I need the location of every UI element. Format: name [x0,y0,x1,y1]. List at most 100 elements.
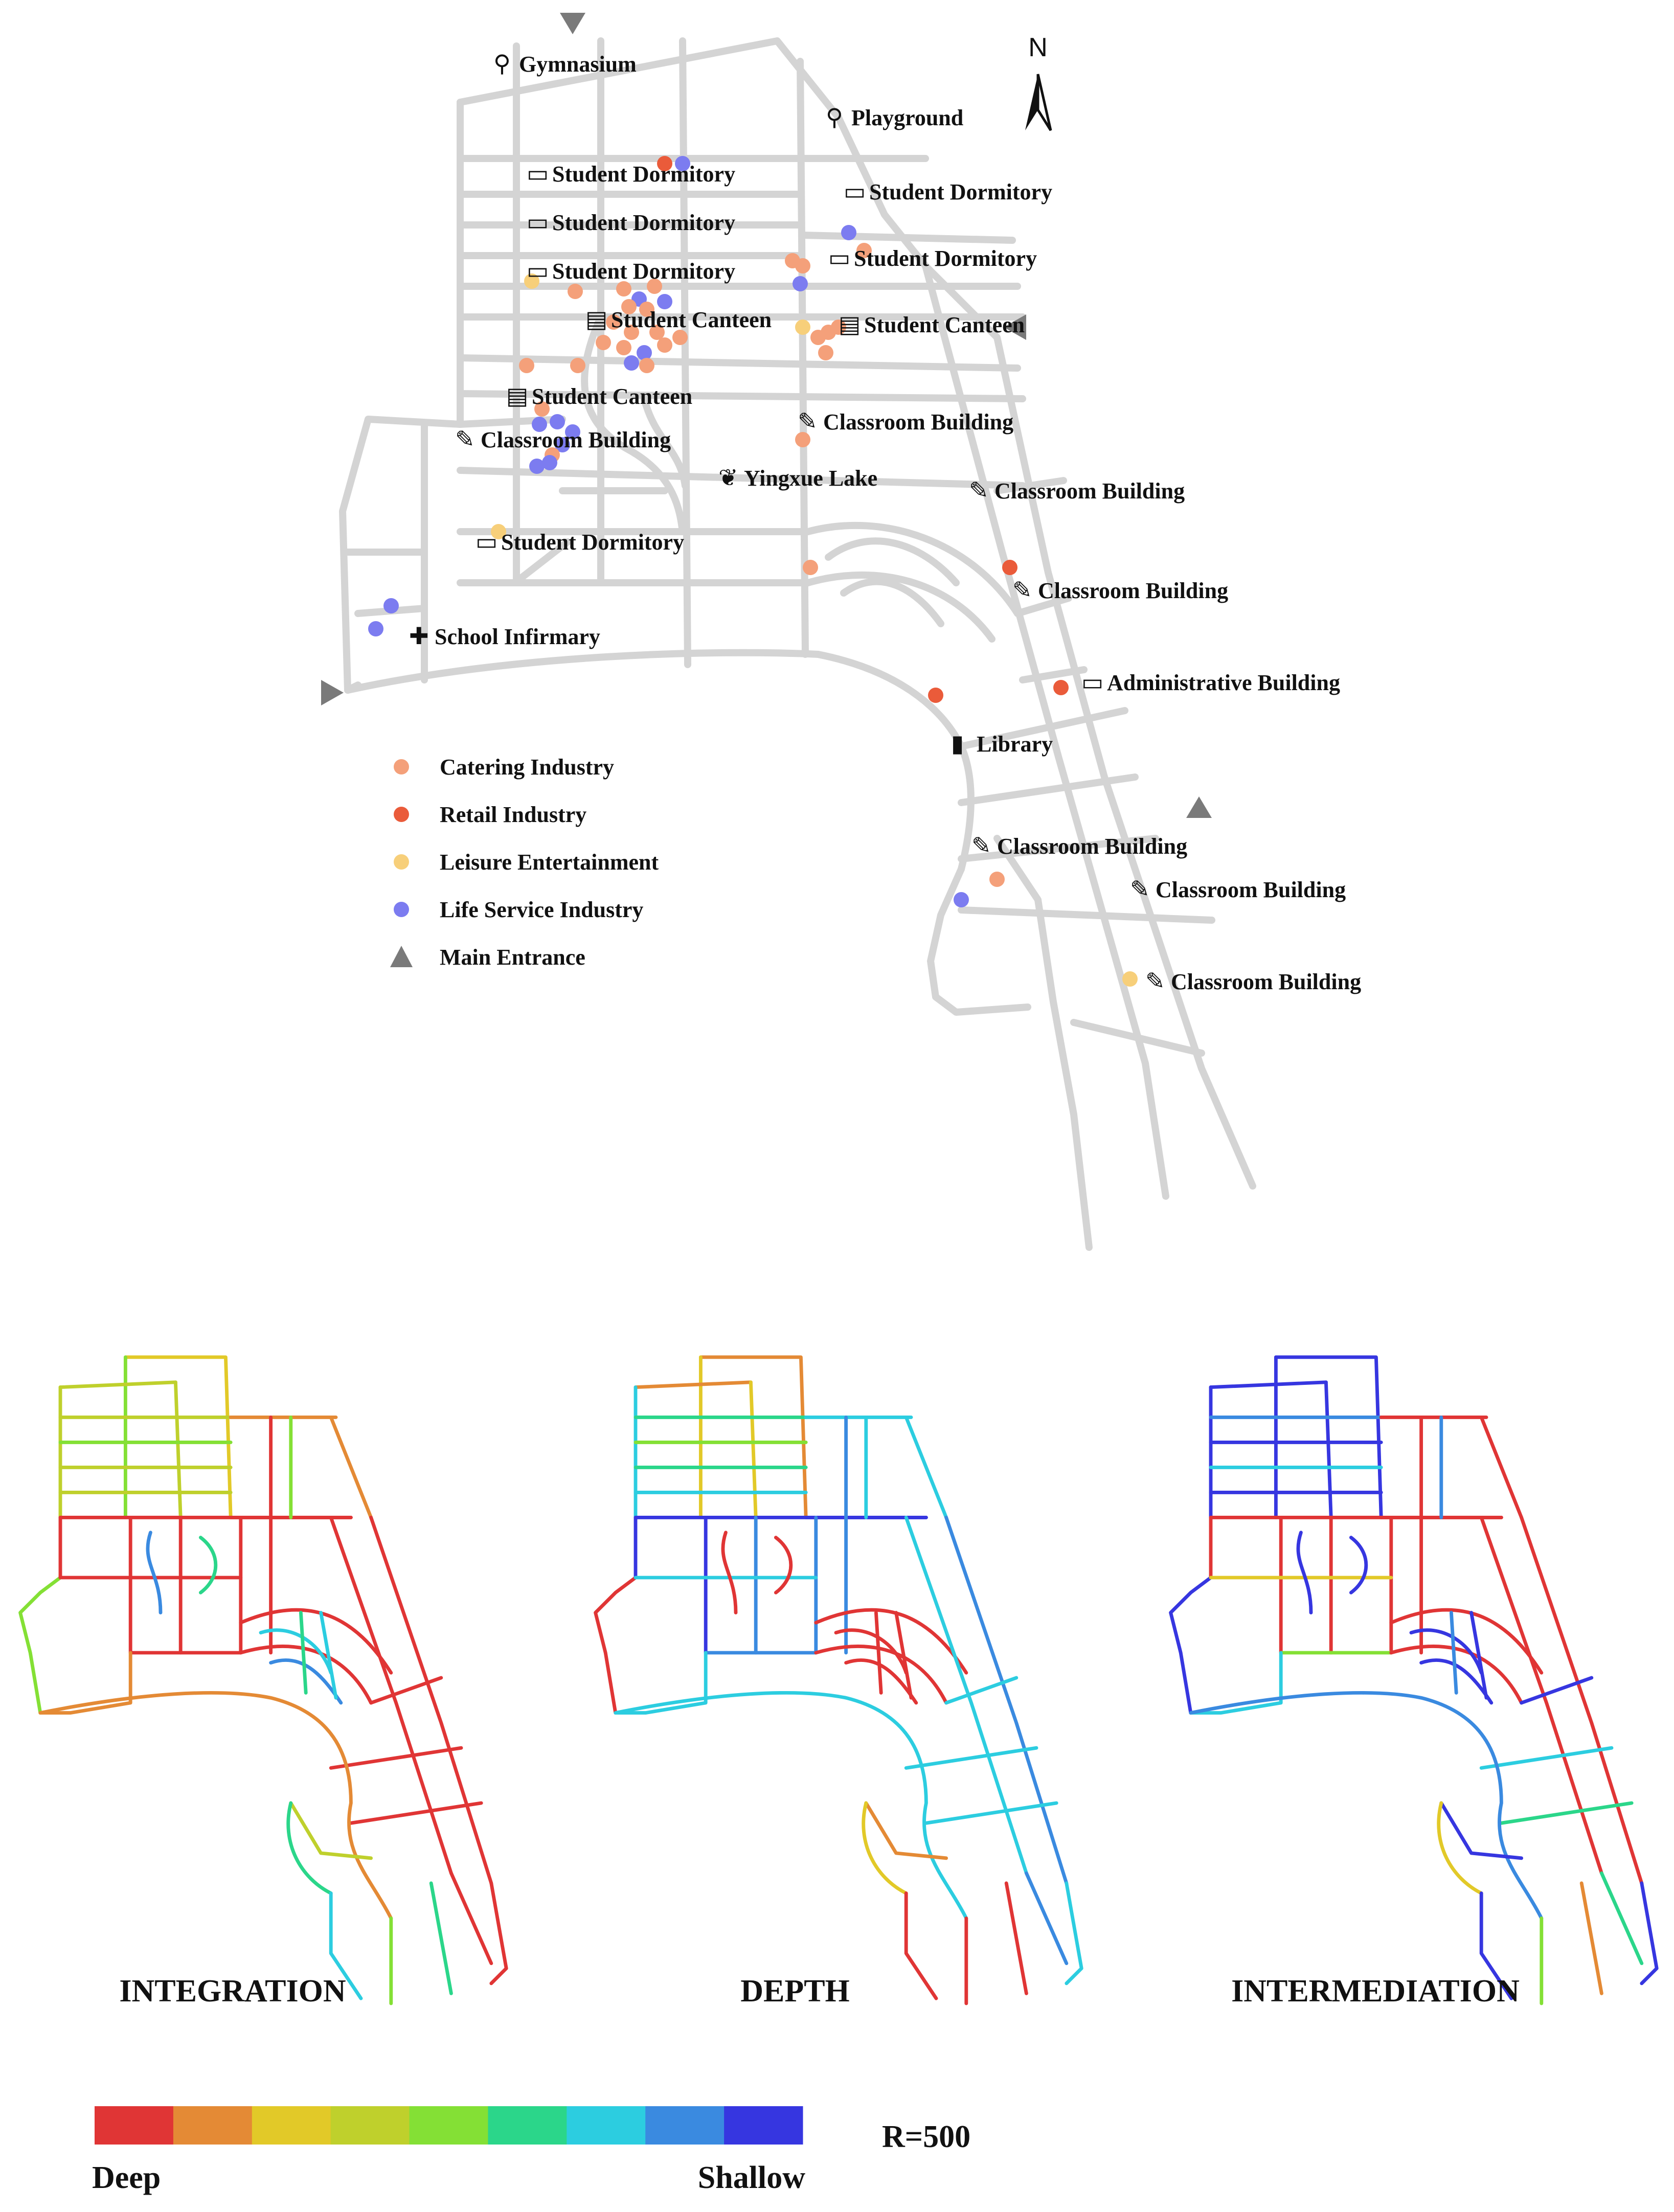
place-label: ▭Student Dormitory [527,159,735,187]
scale-color-step [409,2106,488,2145]
integration-segment [146,1531,163,1615]
intermediation-segment [1599,1871,1644,1966]
depth-segment [874,1611,883,1695]
depth-segment [1004,1881,1028,1995]
intermediation-segment [1296,1531,1313,1615]
place-name: Student Canteen [864,312,1025,337]
intermediation-segment [1349,1536,1368,1594]
intermediation-segment [1439,1801,1524,1860]
place-name: Student Dormitory [869,179,1052,204]
road-segment [815,651,975,873]
panel-title-depth: DEPTH [740,1974,850,2009]
place-name: Yingxue Lake [744,466,877,491]
road-segment [1070,1019,1205,1057]
canteen-icon: ▤ [839,310,861,338]
place-label: ✎Classroom Building [971,832,1187,859]
place-label: ▮Library [951,729,1053,757]
depth-segment [634,1380,753,1389]
classroom-edit-icon: ✎ [971,832,991,859]
legend-dot-symbol [394,759,409,774]
classroom-edit-icon: ✎ [1145,967,1165,995]
book-icon: ▮ [951,729,964,757]
poi-dot [672,330,688,345]
road-segment [825,537,960,586]
integration-segment [329,1746,463,1770]
place-name: Gymnasium [519,52,637,77]
scale-color-step [252,2106,331,2145]
place-name: Classroom Building [1038,578,1228,603]
poi-dot [639,358,654,373]
poi-dot [532,417,547,432]
place-name: Student Canteen [611,307,772,332]
depth-segment [862,1801,908,1895]
poi-dot [529,459,545,474]
poi-dot [519,358,534,373]
scale-color-step [173,2106,253,2145]
integration-segment [329,1891,363,2000]
place-name: Student Dormitory [501,530,684,555]
integration-segment [369,1676,443,1705]
road-segment [958,773,1139,806]
intermediation-segment [1479,1746,1614,1770]
intermediation-segment [1520,1515,1644,1885]
intermediation-segment [1389,1608,1544,1675]
place-label: ▭Student Dormitory [476,528,684,555]
classroom-edit-icon: ✎ [969,476,989,504]
panel-title-intermediation: INTERMEDIATION [1231,1974,1520,2009]
poi-dot [637,345,652,360]
legend-item: Retail Industry [394,802,586,827]
place-name: Student Dormitory [552,210,735,235]
intermediation-segment [1324,1380,1333,1519]
scale-color-step [645,2106,725,2145]
poi-dot [639,302,654,317]
color-scale-bar [95,2106,803,2145]
place-name: Classroom Building [1171,969,1361,994]
depth-segment [924,1801,1058,1825]
intermediation-segment [1189,1691,1544,1920]
road-segment [1019,666,1088,683]
poi-points [368,156,1138,987]
integration-segment [349,1801,483,1825]
depth-map [594,1355,1083,2005]
poi-dot [649,325,665,340]
poi-dot [596,335,611,350]
road-segment [457,467,1026,489]
poi-dot [624,355,639,371]
poi-dot [565,424,580,440]
depth-segment [1024,1871,1069,1966]
poi-dot [795,320,810,335]
bed-icon: ▭ [527,159,549,187]
place-label: ✎Classroom Building [1012,576,1228,604]
canteen-icon: ▤ [506,382,528,409]
intermediation-segment [1437,1801,1483,1895]
place-label: ✎Classroom Building [1130,875,1346,903]
place-labels: ⚲Gymnasium⚲Playground▭Student Dormitory▭… [409,50,1361,995]
road-segment [840,578,944,627]
road-segment [927,865,1031,1016]
poi-dot [624,325,639,340]
entrance-triangle [560,13,585,34]
intermediation-segment [1189,1651,1283,1715]
road-segment [958,906,1215,924]
road-segment [799,232,1016,244]
poi-dot [795,258,810,273]
scale-color-step [95,2106,174,2145]
legend-dot-symbol [394,854,409,870]
poi-dot [657,156,672,171]
integration-segment [489,1881,508,1986]
road-segment [457,416,566,428]
integration-segment [58,1380,177,1389]
poi-dot [550,414,565,429]
poi-dot [524,273,539,289]
intermediation-segment [1389,1645,1524,1705]
depth-segment [614,1651,708,1715]
intermediation-segment [1479,1891,1513,2000]
integration-segment [198,1536,218,1594]
classroom-edit-icon: ✎ [1012,576,1032,604]
sports-pin-icon: ⚲ [826,103,843,131]
place-label: ▤Student Canteen [585,305,772,333]
entrance-triangle [321,680,344,705]
legend-item: Leisure Entertainment [394,850,659,875]
road-segment [457,390,1026,402]
